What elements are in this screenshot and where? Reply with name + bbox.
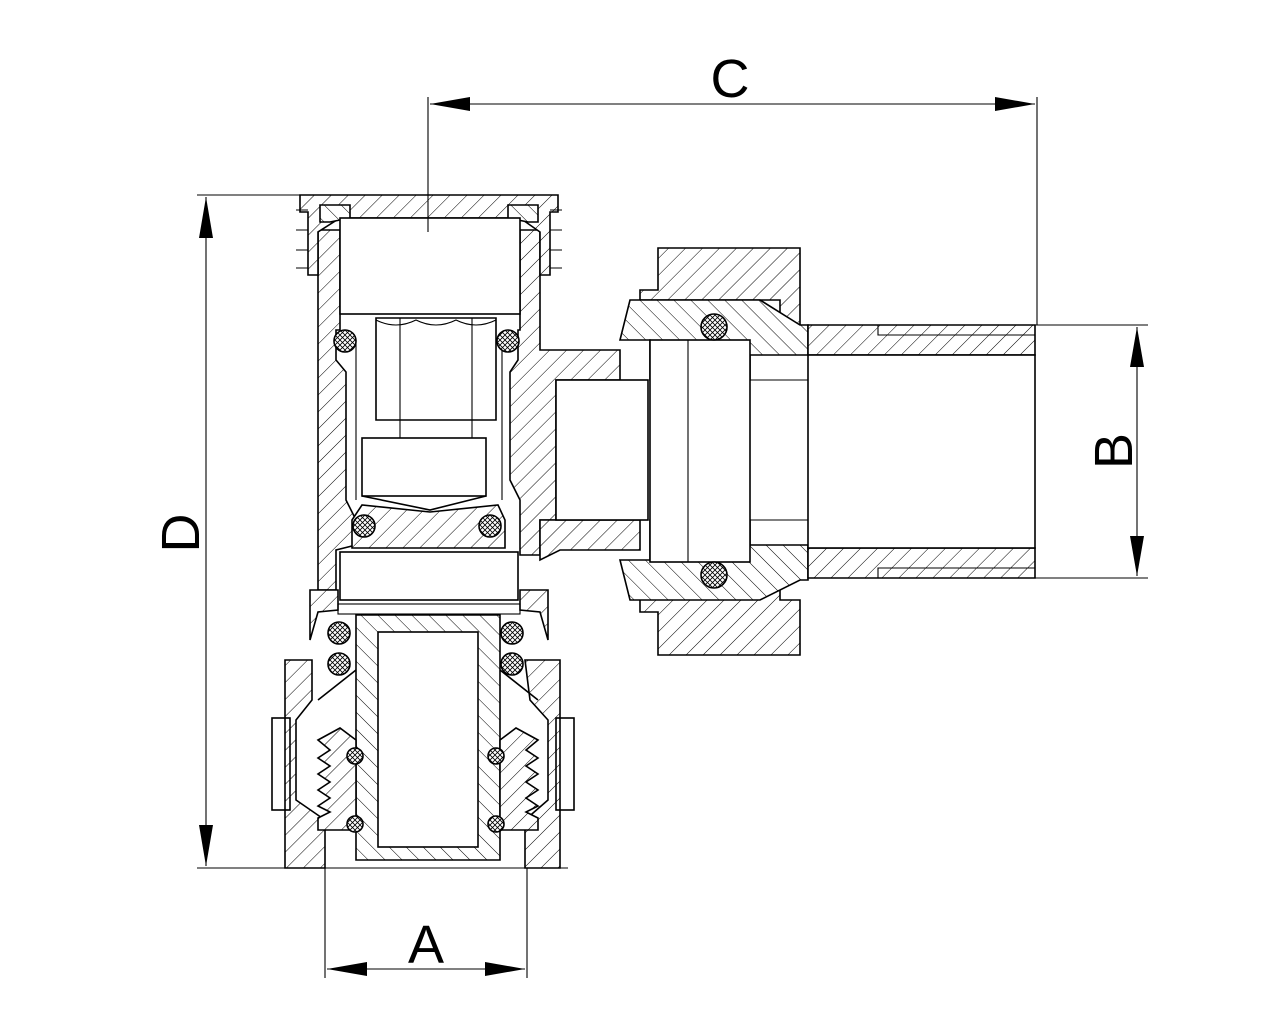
dimension-label-c: C: [711, 49, 750, 109]
dimension-c: [430, 97, 1035, 111]
lower-chamber: [337, 551, 521, 615]
o-ring: [346, 747, 364, 765]
dimension-label-a: A: [408, 915, 444, 975]
o-ring: [346, 815, 364, 833]
side-union: [555, 247, 1036, 656]
o-ring: [352, 514, 376, 538]
dimension-d: [199, 197, 213, 866]
o-ring: [487, 747, 505, 765]
o-rings-fitting: [327, 621, 524, 833]
valve-body: [309, 229, 641, 641]
spindle-insert: [355, 317, 503, 511]
o-ring: [500, 652, 524, 676]
top-cap: [296, 194, 562, 315]
dimension-a: [327, 962, 525, 976]
o-ring: [327, 621, 351, 645]
o-ring: [327, 652, 351, 676]
o-ring: [500, 621, 524, 645]
dimension-label-d: D: [151, 514, 211, 553]
o-ring: [333, 329, 357, 353]
o-ring: [487, 815, 505, 833]
dimension-label-b: B: [1084, 433, 1144, 469]
o-ring: [478, 514, 502, 538]
o-ring: [700, 561, 728, 589]
dimension-lines: [197, 97, 1148, 978]
dimension-b: [1130, 327, 1144, 576]
o-rings-body: [333, 329, 520, 538]
o-ring: [700, 313, 728, 341]
o-ring: [496, 329, 520, 353]
compression-fitting: [271, 614, 575, 869]
